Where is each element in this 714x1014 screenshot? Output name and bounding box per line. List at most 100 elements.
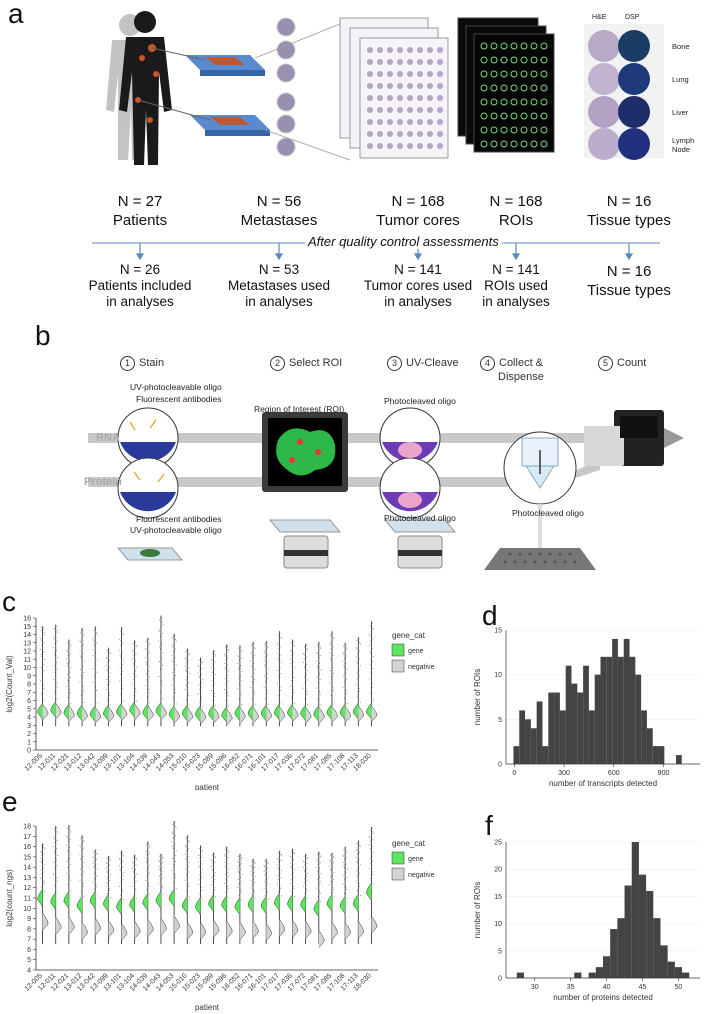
data-point	[132, 684, 134, 686]
histogram-bar	[594, 674, 601, 764]
data-point	[159, 860, 161, 862]
data-point	[122, 642, 124, 644]
data-point	[188, 862, 190, 863]
data-point	[370, 692, 372, 694]
violin-negative	[239, 922, 246, 940]
data-point	[278, 695, 280, 697]
data-point	[172, 678, 174, 680]
data-point	[250, 865, 252, 866]
data-point	[55, 626, 57, 628]
data-point	[69, 640, 71, 642]
data-point	[92, 649, 94, 651]
data-point	[96, 852, 98, 854]
violin-negative	[42, 912, 49, 931]
data-point	[79, 682, 81, 683]
data-point	[159, 630, 161, 632]
data-point	[307, 670, 309, 671]
data-point	[149, 864, 151, 866]
violin-negative	[187, 922, 194, 940]
data-point	[201, 686, 203, 688]
analysis-n: N = 141	[394, 262, 442, 277]
data-point	[136, 873, 138, 875]
data-point	[343, 867, 345, 868]
data-point	[93, 865, 95, 867]
legend-label: negative	[408, 872, 435, 879]
violin-gene	[247, 895, 254, 913]
data-point	[303, 687, 305, 689]
data-point	[43, 871, 45, 873]
data-point	[319, 679, 321, 680]
data-point	[57, 657, 59, 659]
data-point	[145, 673, 147, 675]
violin-gene	[339, 703, 346, 721]
data-point	[289, 658, 291, 660]
data-point	[185, 658, 187, 660]
data-point	[43, 670, 45, 672]
data-point	[357, 853, 359, 855]
data-point	[162, 623, 164, 625]
data-point	[175, 877, 176, 878]
y-tick-label: 10	[23, 665, 31, 672]
data-point	[188, 654, 190, 655]
data-point	[187, 883, 189, 885]
histogram-bar	[658, 746, 665, 764]
data-point	[211, 660, 213, 661]
data-point	[228, 650, 230, 652]
data-point	[54, 691, 56, 693]
data-point	[108, 676, 110, 678]
data-point	[145, 662, 147, 663]
data-point	[277, 634, 279, 636]
data-point	[329, 682, 331, 684]
data-point	[215, 871, 217, 873]
data-point	[108, 888, 110, 890]
arrow-icon	[660, 426, 684, 450]
data-point	[54, 642, 56, 644]
data-point	[346, 647, 347, 649]
data-point	[332, 636, 334, 638]
data-point	[135, 653, 137, 655]
data-point	[251, 675, 253, 677]
data-point	[267, 867, 269, 869]
data-point	[224, 667, 226, 669]
x-axis-label: patient	[195, 1003, 220, 1012]
data-point	[69, 677, 71, 678]
data-point	[369, 650, 371, 652]
data-point	[95, 864, 97, 866]
data-point	[67, 861, 68, 862]
data-point	[214, 682, 216, 684]
data-point	[56, 630, 58, 632]
data-point	[200, 658, 202, 660]
data-point	[135, 890, 137, 892]
data-point	[280, 854, 282, 855]
data-point	[107, 872, 109, 874]
histogram-bar	[674, 967, 683, 978]
data-point	[346, 693, 347, 695]
data-point	[292, 849, 294, 851]
data-point	[40, 845, 42, 847]
histogram-bar	[610, 929, 618, 978]
note-photocleaved-collect: Photocleaved oligo	[512, 508, 584, 518]
data-point	[346, 678, 347, 680]
data-point	[202, 706, 203, 708]
data-point	[240, 665, 242, 667]
rna-lane	[88, 433, 668, 443]
data-point	[146, 696, 148, 698]
data-point	[121, 684, 123, 686]
data-point	[96, 702, 98, 704]
violin-negative	[134, 703, 141, 721]
violin-negative	[147, 705, 154, 722]
data-point	[134, 641, 136, 643]
data-point	[82, 689, 84, 691]
y-tick-label: 17	[23, 834, 31, 841]
data-point	[134, 687, 136, 689]
data-point	[319, 663, 320, 665]
data-point	[211, 869, 213, 870]
data-point	[202, 868, 203, 870]
data-point	[238, 677, 239, 679]
data-point	[290, 663, 292, 665]
violin-gene	[63, 703, 70, 721]
data-point	[359, 872, 361, 874]
data-point	[187, 676, 189, 678]
data-point	[159, 863, 161, 865]
